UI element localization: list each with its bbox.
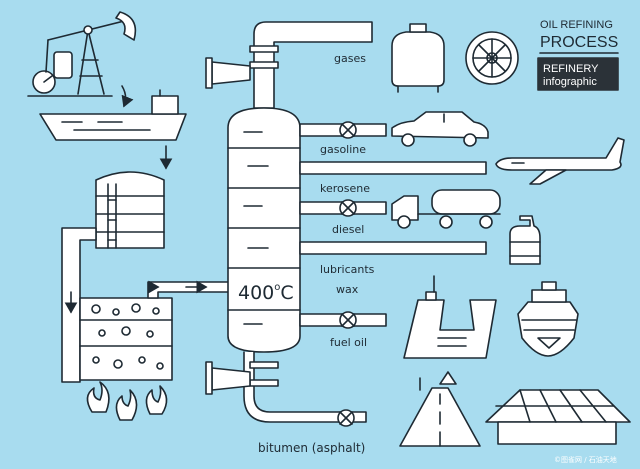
fuel-oil-valve-icon bbox=[339, 311, 357, 329]
title-line-2: PROCESS bbox=[540, 34, 618, 51]
furnace-outlet-pipe bbox=[147, 281, 231, 299]
pipe-flange bbox=[205, 361, 213, 395]
watermark: ©图雀网 / 石油天地 bbox=[554, 455, 617, 464]
tanker-truck-icon bbox=[391, 189, 501, 229]
oil-canister-icon bbox=[509, 215, 541, 265]
badge-line-1: REFINERY bbox=[543, 63, 599, 75]
flame-icon bbox=[86, 381, 168, 421]
pipe-flange bbox=[249, 361, 279, 369]
airplane-icon bbox=[495, 137, 625, 185]
label-lubricants: lubricants bbox=[320, 263, 375, 276]
bitumen-valve-icon bbox=[337, 409, 355, 427]
pipe-flange bbox=[205, 57, 213, 89]
title-line-1: OIL REFINING bbox=[540, 19, 613, 31]
road-icon bbox=[399, 371, 481, 447]
feed-pipe bbox=[61, 227, 97, 383]
refinery-badge bbox=[537, 57, 619, 91]
pipe-flange bbox=[249, 61, 279, 69]
valve-icon bbox=[211, 61, 251, 85]
storage-tank-icon bbox=[95, 171, 165, 249]
car-icon bbox=[391, 111, 489, 147]
flow-arrow bbox=[121, 85, 134, 108]
pipe-flange bbox=[249, 379, 279, 387]
label-fuel-oil: fuel oil bbox=[330, 336, 367, 349]
cruise-ship-icon bbox=[517, 281, 579, 357]
gasoline-valve-icon bbox=[339, 121, 357, 139]
diesel-valve-icon bbox=[339, 199, 357, 217]
gas-tank-icon bbox=[391, 23, 445, 93]
lubricants-pipe bbox=[299, 241, 487, 255]
distillation-column bbox=[227, 107, 301, 353]
valve-icon bbox=[211, 367, 251, 391]
label-wax: wax bbox=[336, 283, 359, 296]
pump-jack-icon bbox=[27, 11, 137, 97]
label-bitumen: bitumen (asphalt) bbox=[258, 441, 365, 455]
badge-line-2: infographic bbox=[543, 76, 597, 88]
label-diesel: diesel bbox=[332, 223, 364, 236]
turbine-icon bbox=[465, 31, 519, 85]
tanker-ship-icon bbox=[39, 89, 187, 141]
asphalt-roof-icon bbox=[485, 389, 631, 445]
temperature-label: 400oC bbox=[238, 282, 294, 304]
gases-pipe bbox=[253, 21, 373, 109]
furnace-icon bbox=[79, 297, 173, 381]
power-plant-icon bbox=[403, 275, 497, 359]
kerosene-pipe bbox=[299, 161, 487, 175]
label-kerosene: kerosene bbox=[320, 182, 370, 195]
pipe-flange bbox=[249, 45, 279, 53]
label-gasoline: gasoline bbox=[320, 143, 366, 156]
label-gases: gases bbox=[334, 52, 366, 65]
